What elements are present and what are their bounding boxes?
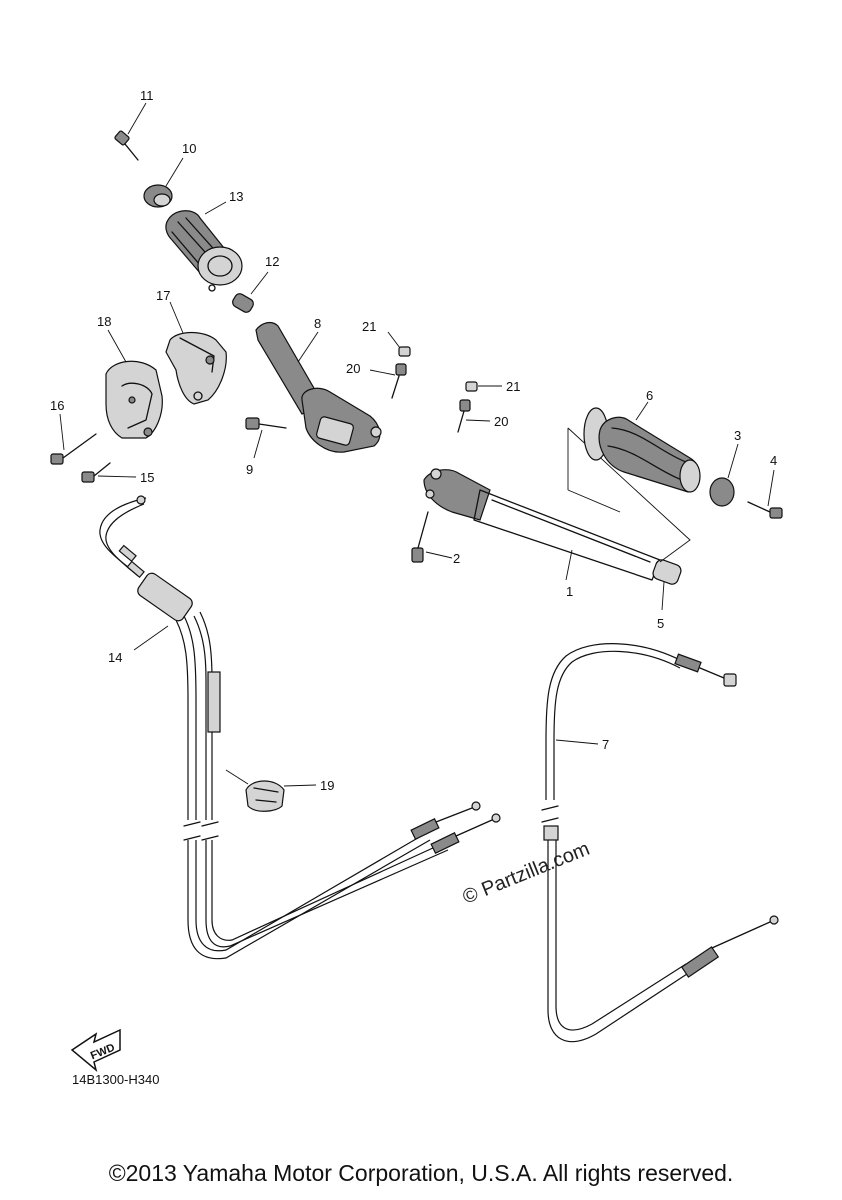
- clamp-19[interactable]: [245, 780, 285, 812]
- leader-1: [565, 549, 573, 581]
- fwd-arrow-icon: FWD: [70, 1028, 121, 1073]
- bolt-9[interactable]: [245, 417, 287, 430]
- handlebar-8[interactable]: [255, 321, 382, 453]
- leader-11: [127, 102, 147, 135]
- leader-19: [283, 784, 317, 787]
- callout-3[interactable]: 3: [734, 428, 741, 443]
- assembly-bracket: [567, 427, 691, 563]
- callout-20a[interactable]: 20: [346, 361, 360, 376]
- leader-13: [204, 201, 227, 215]
- bolt-2[interactable]: [411, 511, 429, 563]
- housing-17[interactable]: [165, 331, 227, 405]
- callout-10[interactable]: 10: [182, 141, 196, 156]
- watermark: © Partzilla.com: [460, 838, 593, 909]
- callout-15[interactable]: 15: [140, 470, 154, 485]
- callout-14[interactable]: 14: [108, 650, 122, 665]
- leader-20a: [369, 369, 396, 376]
- clutch-cable-7[interactable]: [541, 643, 779, 1043]
- screw-11[interactable]: [114, 130, 139, 161]
- leader-2: [425, 551, 453, 559]
- leader-3: [727, 443, 739, 479]
- callout-20b[interactable]: 20: [494, 414, 508, 429]
- callout-6[interactable]: 6: [646, 388, 653, 403]
- callout-19[interactable]: 19: [320, 778, 334, 793]
- leader-17: [169, 301, 184, 334]
- cap-21-left[interactable]: [398, 346, 411, 357]
- weight-5[interactable]: [651, 558, 682, 586]
- throttle-cable-14[interactable]: [99, 495, 501, 960]
- leader-19a: [225, 769, 249, 785]
- callout-5[interactable]: 5: [657, 616, 664, 631]
- leader-6: [635, 401, 649, 421]
- grip-end-10[interactable]: [143, 184, 173, 208]
- leader-20b: [465, 419, 491, 422]
- bolt-20-right[interactable]: [457, 399, 471, 433]
- callout-4[interactable]: 4: [770, 453, 777, 468]
- leader-7: [555, 739, 599, 745]
- leader-15: [97, 475, 137, 478]
- callout-21b[interactable]: 21: [506, 379, 520, 394]
- leader-4: [767, 469, 775, 507]
- leader-14: [133, 625, 169, 651]
- leader-18: [107, 329, 127, 363]
- copyright-notice: ©2013 Yamaha Motor Corporation, U.S.A. A…: [108, 1160, 734, 1186]
- handlebar-1[interactable]: [423, 468, 661, 581]
- callout-12[interactable]: 12: [265, 254, 279, 269]
- leader-8: [297, 331, 319, 363]
- callout-21a[interactable]: 21: [362, 319, 376, 334]
- weight-12[interactable]: [231, 292, 255, 314]
- callout-17[interactable]: 17: [156, 288, 170, 303]
- bolt-20-left[interactable]: [391, 363, 407, 399]
- callout-2[interactable]: 2: [453, 551, 460, 566]
- diagram-code: 14B1300-H340: [72, 1072, 159, 1087]
- callout-13[interactable]: 13: [229, 189, 243, 204]
- leader-12: [250, 271, 269, 295]
- callout-8[interactable]: 8: [314, 316, 321, 331]
- callout-1[interactable]: 1: [566, 584, 573, 599]
- screw-15[interactable]: [81, 462, 111, 483]
- throttle-grip-13[interactable]: [165, 210, 243, 292]
- leader-16: [59, 413, 65, 451]
- screw-16[interactable]: [50, 433, 97, 465]
- callout-7[interactable]: 7: [602, 737, 609, 752]
- screw-4[interactable]: [747, 501, 783, 519]
- leader-5: [661, 581, 665, 611]
- leader-10: [165, 157, 184, 187]
- callout-18[interactable]: 18: [97, 314, 111, 329]
- callout-11[interactable]: 11: [140, 88, 154, 103]
- cap-18[interactable]: [105, 360, 163, 439]
- callout-9[interactable]: 9: [246, 462, 253, 477]
- leader-21a: [387, 331, 401, 349]
- callout-16[interactable]: 16: [50, 398, 64, 413]
- grip-6[interactable]: [583, 407, 701, 493]
- cap-21-right[interactable]: [465, 381, 478, 392]
- leader-9: [253, 429, 263, 459]
- grip-end-3[interactable]: [709, 477, 735, 507]
